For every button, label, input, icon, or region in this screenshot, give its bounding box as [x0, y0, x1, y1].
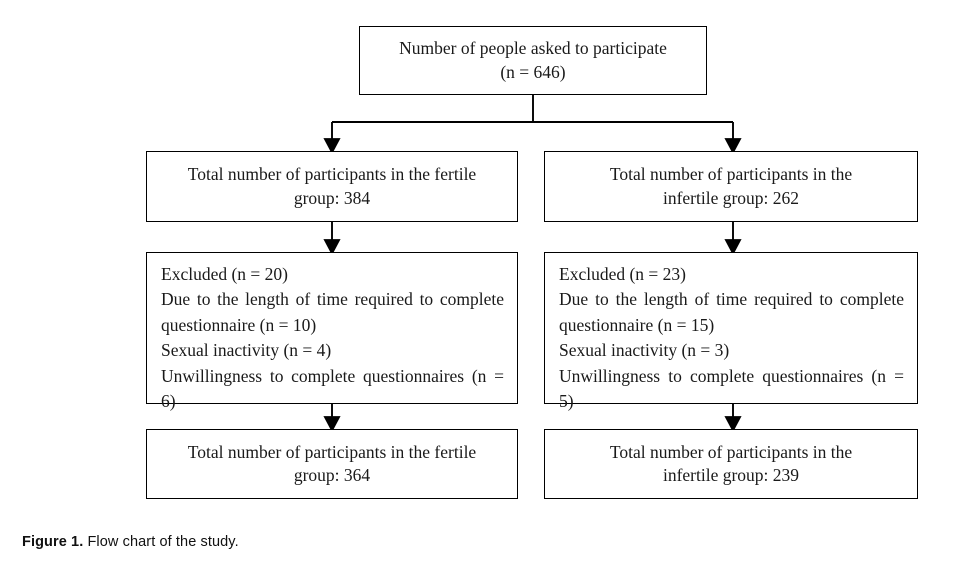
node-excluded-infertile-line-1: Excluded (n = 23): [559, 264, 686, 284]
figure-caption: Figure 1. Flow chart of the study.: [22, 534, 239, 550]
node-infertile-group: Total number of participants in the infe…: [544, 151, 918, 222]
node-infertile-final: Total number of participants in the infe…: [544, 429, 918, 499]
figure-caption-text: Flow chart of the study.: [83, 534, 239, 550]
node-enrollment-line-1: Number of people asked to participate: [399, 38, 667, 59]
node-infertile-final-line-2: infertile group: 239: [662, 465, 800, 485]
node-fertile-final-line-2: group: 364: [293, 465, 371, 485]
node-infertile-group-line-1: Total number of participants in the: [609, 164, 853, 185]
figure-caption-label: Figure 1.: [22, 534, 84, 550]
node-fertile-group-line-1: Total number of participants in the fert…: [187, 164, 477, 185]
node-enrollment: Number of people asked to participate (n…: [359, 26, 707, 95]
node-fertile-group-line-2: group: 384: [293, 187, 371, 208]
node-excluded-infertile-line-2: Due to the length of time required to co…: [559, 289, 904, 335]
node-fertile-group: Total number of participants in the fert…: [146, 151, 518, 222]
node-excluded-fertile-line-2: Due to the length of time required to co…: [161, 289, 504, 335]
node-infertile-final-line-1: Total number of participants in the: [609, 441, 853, 462]
node-excluded-fertile-line-1: Excluded (n = 20): [161, 264, 288, 284]
node-fertile-final-line-1: Total number of participants in the fert…: [187, 441, 477, 462]
node-excluded-infertile-line-4: Unwillingness to complete questionnaires…: [559, 365, 904, 411]
node-excluded-infertile: Excluded (n = 23) Due to the length of t…: [544, 252, 918, 411]
node-excluded-infertile-line-3: Sexual inactivity (n = 3): [559, 340, 730, 361]
node-enrollment-line-2: (n = 646): [500, 61, 566, 82]
node-infertile-group-line-2: infertile group: 262: [662, 187, 800, 208]
node-excluded-fertile-line-4: Unwillingness to complete questionnaires…: [161, 365, 504, 411]
node-fertile-final: Total number of participants in the fert…: [146, 429, 518, 499]
node-excluded-fertile-line-3: Sexual inactivity (n = 4): [161, 340, 332, 361]
node-excluded-fertile: Excluded (n = 20) Due to the length of t…: [146, 252, 518, 411]
